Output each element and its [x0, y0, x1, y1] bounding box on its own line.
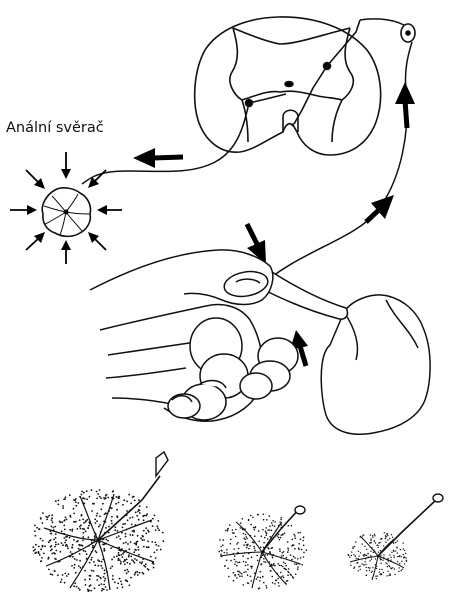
pinprick-medium: [220, 506, 305, 588]
hand-illustration: [90, 250, 430, 434]
spinal-cord-section: [195, 17, 415, 155]
nerve-fibers: [82, 19, 412, 288]
sphincter-diagram: [10, 152, 122, 264]
pinprick-small: [350, 494, 443, 580]
